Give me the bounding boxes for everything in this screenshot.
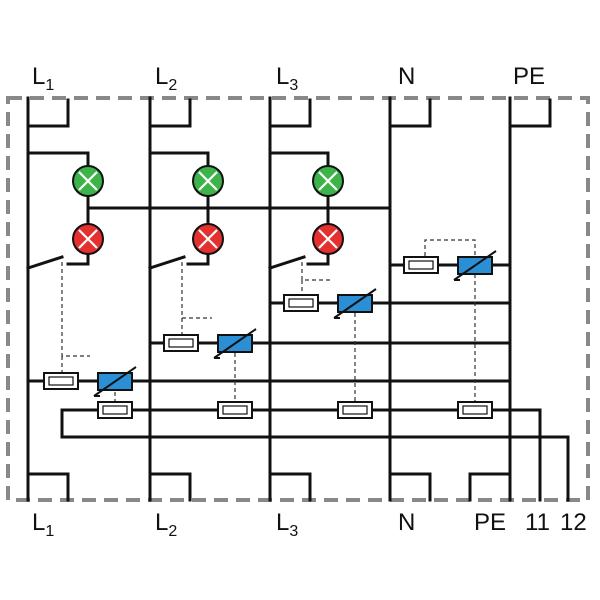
top-label-l1: L1 bbox=[32, 63, 54, 94]
varistor-icon bbox=[93, 366, 137, 397]
bottom-label-n: N bbox=[398, 509, 415, 536]
bottom-label-11: 11 bbox=[525, 509, 550, 536]
housing-frame bbox=[6, 96, 590, 502]
lamp-wiring bbox=[26, 151, 392, 270]
indicator-lamp-icon bbox=[72, 165, 104, 197]
clamp-top-l3 bbox=[268, 98, 312, 128]
fuse-icon bbox=[43, 372, 79, 390]
switch-l1 bbox=[26, 255, 64, 270]
varistor-icon bbox=[213, 328, 257, 359]
varistor-icon bbox=[453, 250, 497, 281]
top-label-l3: L3 bbox=[276, 63, 298, 94]
aux-contact-loop bbox=[60, 408, 542, 502]
top-labels: L1 L2 L3 N PE bbox=[32, 63, 545, 94]
clamp-bottom-pe bbox=[468, 472, 512, 502]
indicator-lamp-icon bbox=[312, 223, 344, 255]
lamps bbox=[72, 165, 344, 255]
switch-l2 bbox=[148, 255, 186, 270]
varistors bbox=[93, 250, 497, 397]
bottom-label-l2: L2 bbox=[155, 509, 177, 540]
bottom-label-l1: L1 bbox=[32, 509, 54, 540]
clamp-top-n bbox=[388, 98, 432, 128]
switch-l3 bbox=[268, 255, 306, 270]
clamp-top-l1 bbox=[26, 98, 70, 128]
conductors bbox=[26, 96, 552, 502]
clamp-top-l2 bbox=[148, 98, 192, 128]
top-label-n: N bbox=[398, 63, 415, 90]
fuse-icon bbox=[217, 401, 253, 419]
clamp-bottom-n bbox=[388, 472, 432, 502]
fuse-icon bbox=[97, 401, 133, 419]
clamp-bottom-l2 bbox=[148, 472, 192, 502]
bottom-labels: L1 L2 L3 N PE 11 12 bbox=[32, 509, 587, 540]
fuse-icon bbox=[403, 256, 439, 274]
mechanical-links bbox=[61, 239, 476, 402]
bottom-label-l3: L3 bbox=[276, 509, 298, 540]
fuse-icon bbox=[163, 334, 199, 352]
clamp-top-pe bbox=[508, 98, 552, 128]
clamp-bottom-l1 bbox=[26, 472, 70, 502]
fuses bbox=[43, 256, 493, 419]
indicator-lamp-icon bbox=[192, 223, 224, 255]
fuse-icon bbox=[457, 401, 493, 419]
top-label-l2: L2 bbox=[155, 63, 177, 94]
fuse-icon bbox=[283, 294, 319, 312]
clamp-bottom-l3 bbox=[268, 472, 312, 502]
fuse-icon bbox=[337, 401, 373, 419]
aux-contact-return bbox=[60, 408, 570, 502]
indicator-lamp-icon bbox=[72, 223, 104, 255]
bottom-label-12: 12 bbox=[560, 509, 587, 536]
indicator-lamp-icon bbox=[192, 165, 224, 197]
varistor-icon bbox=[333, 288, 377, 319]
bottom-label-pe: PE bbox=[474, 509, 506, 536]
top-label-pe: PE bbox=[513, 63, 545, 90]
indicator-lamp-icon bbox=[312, 165, 344, 197]
